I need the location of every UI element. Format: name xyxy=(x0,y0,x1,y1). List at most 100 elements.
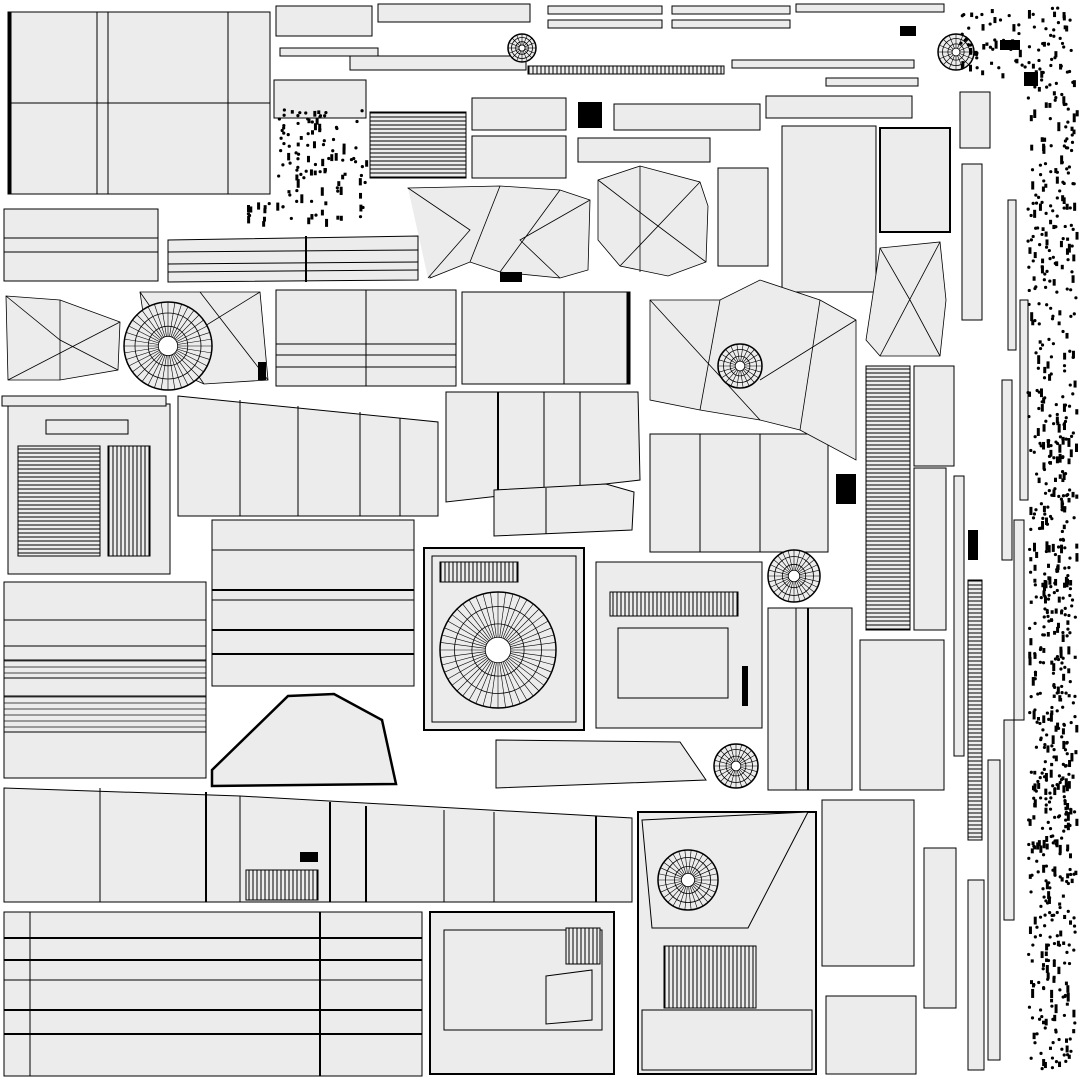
uv-speck xyxy=(1061,596,1065,600)
uv-speck xyxy=(1029,695,1033,699)
uv-speck xyxy=(1062,740,1066,750)
uv-speck xyxy=(1050,57,1054,61)
wheel-center xyxy=(439,591,557,709)
uv-speck xyxy=(359,173,363,178)
uv-speck xyxy=(1042,986,1046,991)
uv-speck xyxy=(1041,227,1045,231)
uv-speck xyxy=(1039,904,1043,908)
uv-speck xyxy=(1039,738,1043,742)
uv-speck xyxy=(1062,472,1066,480)
uv-speck xyxy=(360,109,364,113)
uv-speck xyxy=(1063,506,1067,510)
uv-speck xyxy=(1061,195,1065,202)
uv-speck xyxy=(969,47,973,55)
uv-speck xyxy=(290,110,294,114)
uv-speck xyxy=(1046,614,1050,618)
uv-speck xyxy=(1038,915,1043,919)
uv-speck xyxy=(1035,859,1039,863)
uv-speck xyxy=(1068,206,1072,210)
uv-speck xyxy=(1064,818,1068,822)
wheel-lower-center xyxy=(657,849,719,911)
uv-speck xyxy=(1042,467,1047,472)
uv-speck xyxy=(1034,201,1039,205)
uv-speck xyxy=(1043,272,1047,276)
uv-speck xyxy=(959,41,963,45)
uv-speck xyxy=(1065,332,1069,339)
uv-speck xyxy=(1040,1066,1044,1071)
uv-speck xyxy=(1060,836,1064,840)
uv-speck xyxy=(1073,694,1077,698)
uv-speck xyxy=(1052,941,1057,946)
uv-speck xyxy=(1063,224,1067,229)
uv-speck xyxy=(1064,778,1068,788)
uv-speck xyxy=(1056,626,1060,633)
uv-speck xyxy=(1044,549,1048,554)
uv-speck xyxy=(296,157,300,161)
uv-speck xyxy=(1049,63,1053,68)
uv-speck xyxy=(296,165,300,170)
uv-speck xyxy=(306,155,310,163)
uv-speck xyxy=(1052,279,1056,286)
uv-speck xyxy=(988,45,992,49)
uv-speck xyxy=(1040,404,1044,412)
uv-speck xyxy=(1065,741,1069,745)
uv-speck xyxy=(1054,81,1058,86)
uv-speck xyxy=(282,108,286,112)
uv-speck xyxy=(1051,841,1055,845)
uv-speck xyxy=(1039,646,1043,650)
uv-speck xyxy=(1068,383,1072,387)
uv-speck xyxy=(1034,508,1038,512)
uv-speck xyxy=(1060,469,1065,474)
uv-speck xyxy=(1068,556,1072,560)
uv-speck xyxy=(337,181,341,187)
uv-speck xyxy=(1035,472,1039,476)
uv-speck xyxy=(1073,615,1077,619)
uv-speck xyxy=(257,202,261,210)
uv-speck xyxy=(962,12,966,17)
uv-speck xyxy=(1037,390,1041,394)
uv-speck xyxy=(1053,261,1057,265)
uv-speck xyxy=(300,194,304,204)
uv-speck xyxy=(1033,671,1037,677)
uv-speck xyxy=(1050,1066,1055,1070)
uv-speck xyxy=(281,163,285,167)
uv-speck xyxy=(282,123,286,128)
uv-speck xyxy=(1037,302,1041,306)
uv-speck xyxy=(1053,581,1057,585)
uv-speck xyxy=(1044,1018,1048,1026)
uv-speck xyxy=(981,24,985,31)
uv-speck xyxy=(1068,867,1072,872)
uv-speck xyxy=(334,153,338,161)
uv-speck xyxy=(1049,144,1053,148)
uv-speck xyxy=(1052,683,1056,687)
uv-speck xyxy=(1063,566,1067,570)
uv-speck xyxy=(1037,48,1041,52)
uv-speck xyxy=(1067,165,1071,169)
uv-speck xyxy=(1054,96,1058,100)
uv-speck xyxy=(1052,961,1056,967)
uv-speck xyxy=(1071,227,1075,231)
uv-speck xyxy=(1047,439,1051,443)
uv-speck xyxy=(1042,839,1046,849)
uv-speck xyxy=(1066,985,1070,993)
uv-speck xyxy=(1050,1056,1055,1060)
uv-speck xyxy=(1055,934,1059,938)
uv-speck xyxy=(1047,489,1051,493)
uv-speck xyxy=(1069,223,1073,227)
uv-speck xyxy=(1056,566,1060,573)
panel-p xyxy=(3,787,633,903)
uv-speck xyxy=(1047,563,1051,568)
uv-speck xyxy=(1064,1059,1068,1063)
uv-speck xyxy=(1040,232,1044,237)
uv-speck xyxy=(1045,239,1049,246)
uv-speck xyxy=(1028,391,1032,397)
uv-speck xyxy=(1032,844,1036,848)
uv-speck xyxy=(1045,269,1049,274)
uv-speck xyxy=(1060,611,1064,615)
uv-speck xyxy=(1057,423,1061,433)
uv-speck xyxy=(352,156,356,161)
uv-speck xyxy=(1067,943,1071,947)
uv-speck xyxy=(994,40,998,49)
uv-speck xyxy=(993,17,997,24)
uv-speck xyxy=(1046,42,1051,46)
